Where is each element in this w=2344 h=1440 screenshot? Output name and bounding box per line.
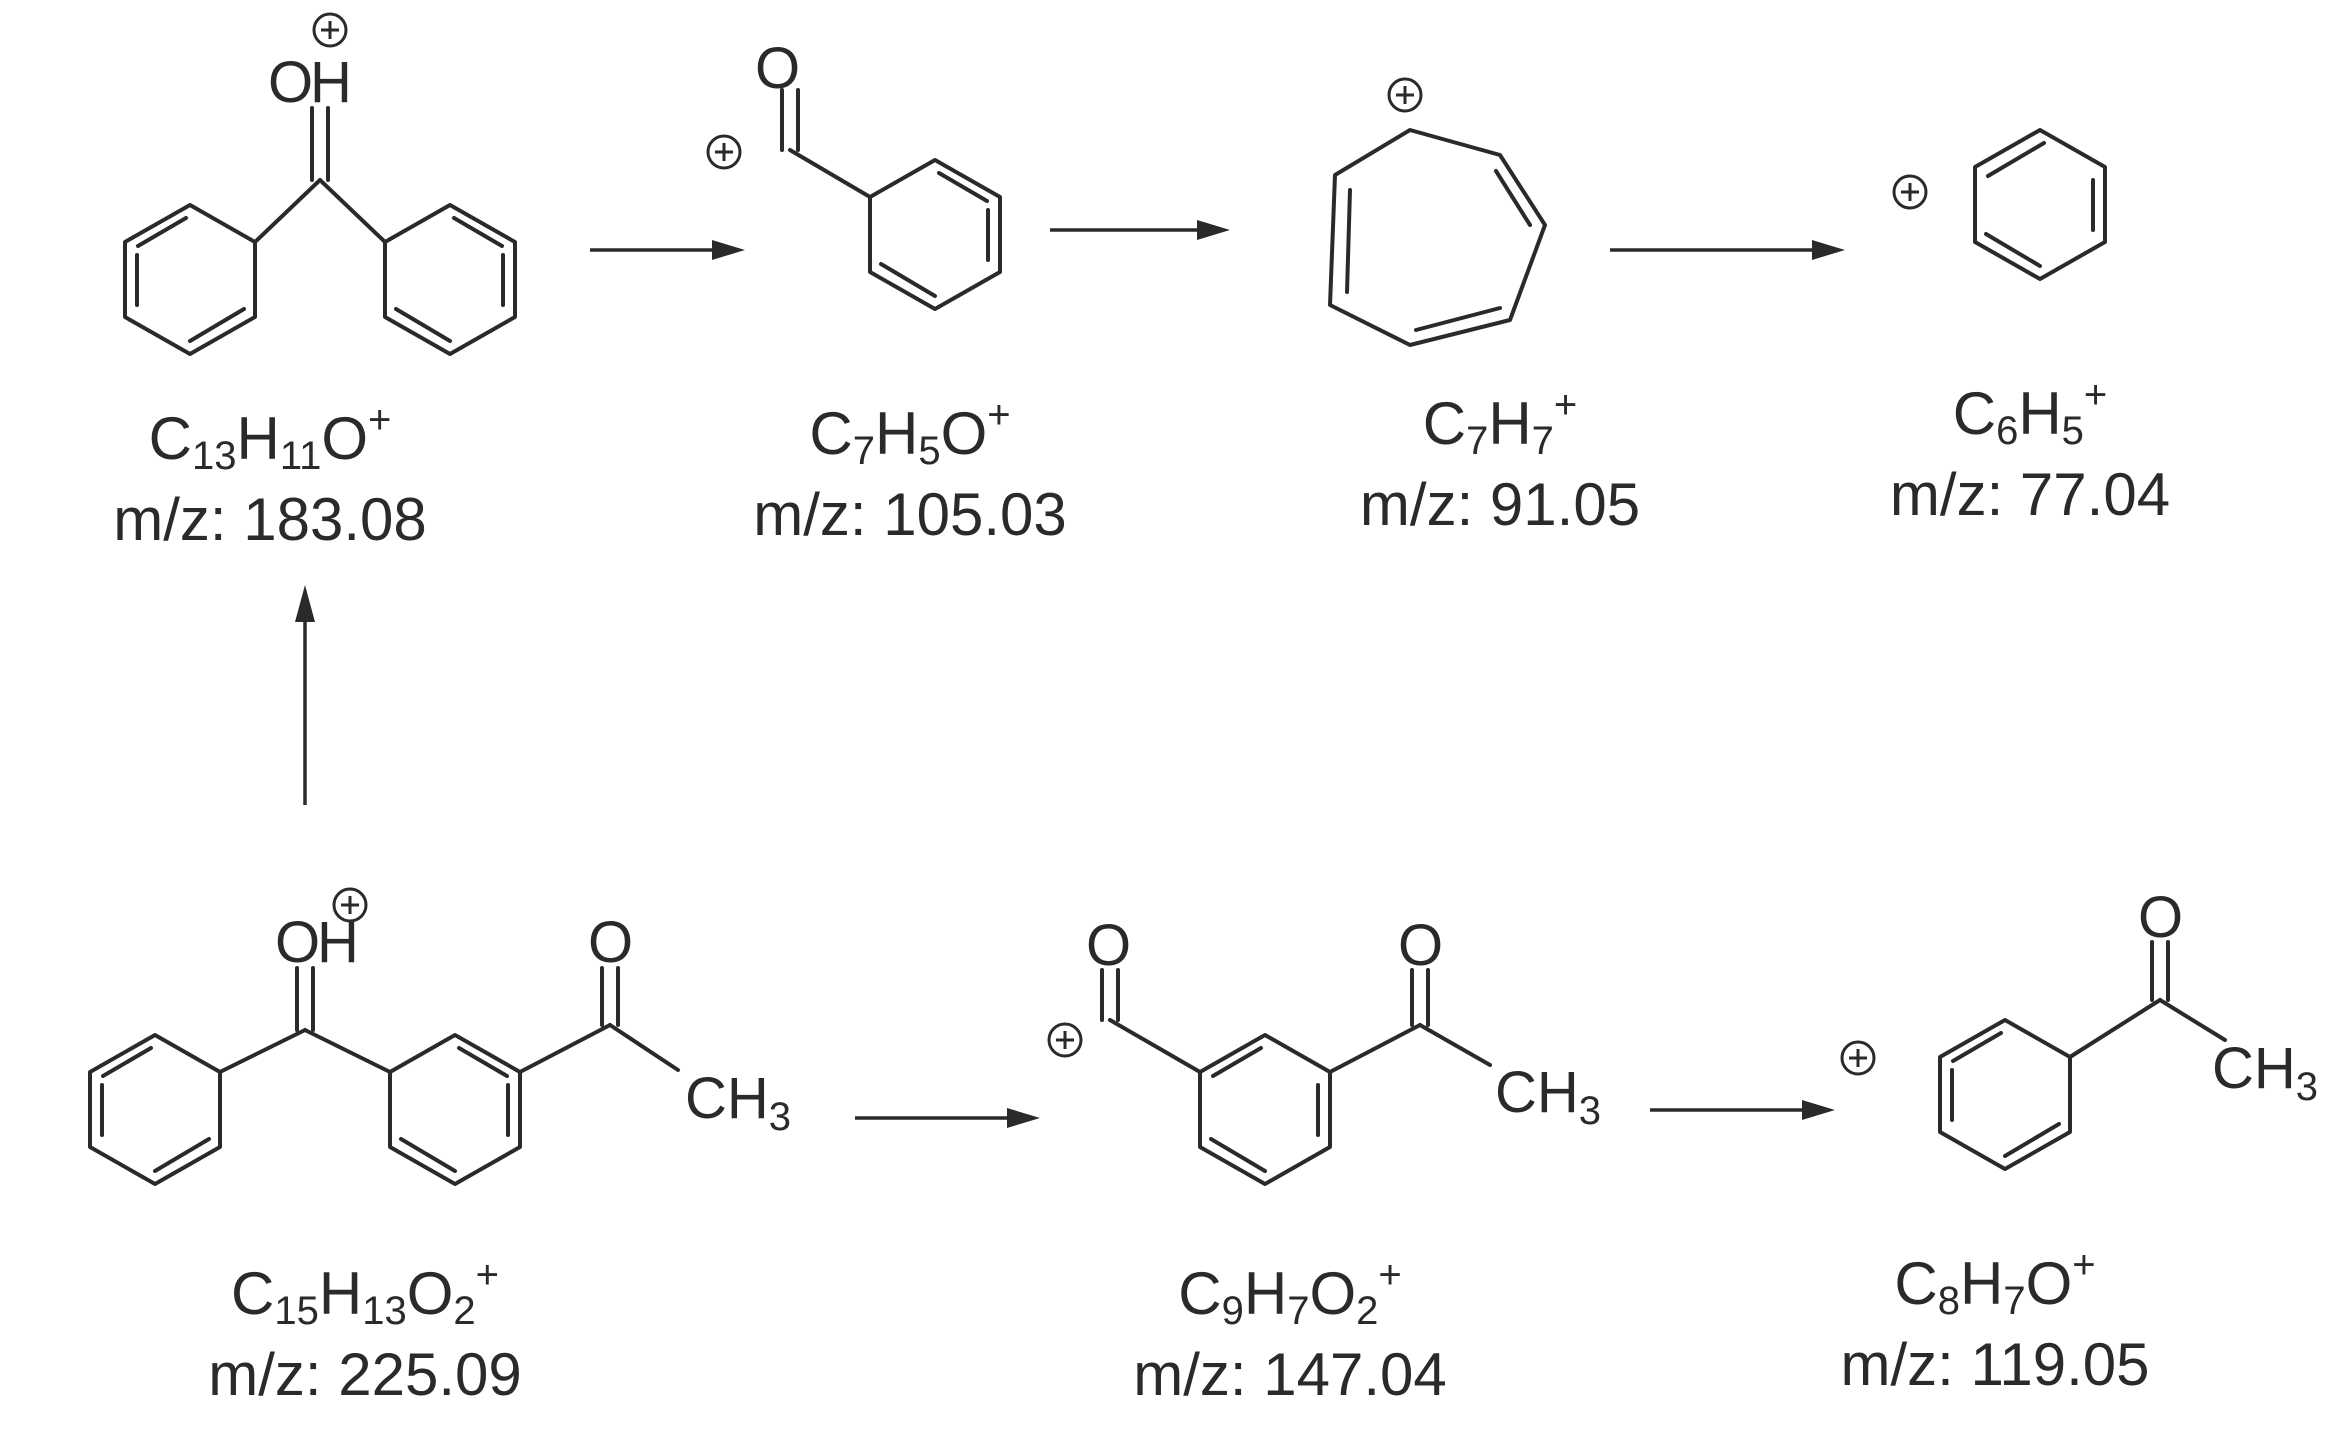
oxygen-atom: O <box>588 910 633 975</box>
fragment-label-91: C7H7+ m/z: 91.05 <box>1250 385 1750 535</box>
oxygen-atom: O <box>275 910 320 975</box>
fragment-mz: m/z: 105.03 <box>753 481 1067 548</box>
hydrogen-atom: H <box>310 50 352 115</box>
fragment-formula: C7H7+ <box>1422 383 1578 463</box>
methyl-group: CH3 <box>2212 1036 2318 1109</box>
fragment-mz: m/z: 77.04 <box>1889 461 2171 528</box>
positive-charge-icon <box>1840 1040 1876 1076</box>
structure-benzoyl-cation: O <box>706 36 1002 311</box>
oxygen-atom: O <box>755 36 800 101</box>
arrow-91-to-77 <box>1610 240 1845 260</box>
oxygen-atom: O <box>1398 913 1443 978</box>
structure-benzophenone-protonated: O H <box>123 12 517 356</box>
arrow-225-to-183 <box>295 585 315 805</box>
oxygen-atom: O <box>1086 913 1131 978</box>
methyl-group: CH3 <box>1495 1060 1601 1133</box>
structure-acetylphenyl-cation: O CH3 <box>1840 885 2318 1171</box>
positive-charge-icon <box>312 12 348 48</box>
structure-tropylium <box>1328 77 1547 347</box>
fragment-formula: C15H13O2+ <box>231 1253 499 1333</box>
fragment-mz: m/z: 119.05 <box>1840 1331 2150 1398</box>
fragment-label-105: C7H5O+ m/z: 105.03 <box>660 395 1160 545</box>
fragment-label-183: C13H11O+ m/z: 183.08 <box>20 400 520 550</box>
positive-charge-icon <box>1892 174 1928 210</box>
oxygen-atom: O <box>2138 885 2183 950</box>
fragment-mz: m/z: 183.08 <box>113 486 427 553</box>
fragment-label-77: C6H5+ m/z: 77.04 <box>1780 375 2280 525</box>
positive-charge-icon <box>1387 77 1423 113</box>
positive-charge-icon <box>1047 1022 1083 1058</box>
fragment-formula: C9H7O2+ <box>1178 1253 1402 1333</box>
positive-charge-icon <box>332 887 368 923</box>
positive-charge-icon <box>706 134 742 170</box>
structure-acetylbenzophenone-protonated: O H O CH3 <box>88 887 791 1186</box>
arrow-183-to-105 <box>590 240 745 260</box>
fragment-formula: C6H5+ <box>1952 373 2108 453</box>
arrow-225-to-147 <box>855 1108 1040 1128</box>
structure-acetylbenzoyl-cation: O O CH3 <box>1047 913 1601 1186</box>
fragment-formula: C7H5O+ <box>809 393 1011 473</box>
fragment-label-119: C8H7O+ m/z: 119.05 <box>1745 1245 2245 1395</box>
fragment-mz: m/z: 225.09 <box>208 1341 522 1408</box>
structure-phenyl-cation <box>1892 128 2107 281</box>
fragment-label-147: C9H7O2+ m/z: 147.04 <box>1040 1255 1540 1405</box>
fragment-label-225: C15H13O2+ m/z: 225.09 <box>115 1255 615 1405</box>
fragment-mz: m/z: 91.05 <box>1359 471 1641 538</box>
arrow-147-to-119 <box>1650 1100 1835 1120</box>
fragment-formula: C8H7O+ <box>1894 1243 2096 1323</box>
fragment-formula: C13H11O+ <box>148 398 392 478</box>
fragment-mz: m/z: 147.04 <box>1133 1341 1447 1408</box>
arrow-105-to-91 <box>1050 220 1230 240</box>
methyl-group: CH3 <box>685 1066 791 1139</box>
oxygen-atom: O <box>268 50 313 115</box>
